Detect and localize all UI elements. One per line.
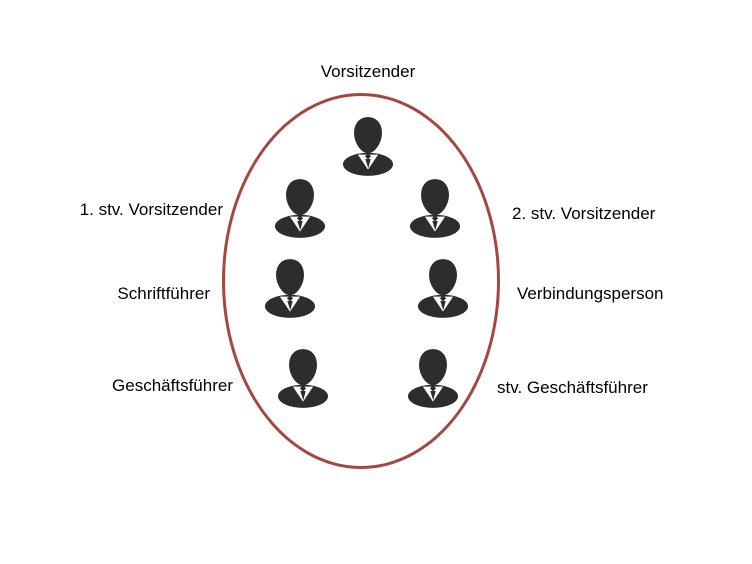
committee-ellipse <box>222 93 500 469</box>
label-geschaeftsfuehrer: Geschäftsführer <box>112 376 233 395</box>
person-icon <box>407 348 459 408</box>
label-vorsitzender: Vorsitzender <box>320 62 416 81</box>
person-icon <box>264 258 316 318</box>
person-icon <box>274 178 326 238</box>
person-icon <box>409 178 461 238</box>
label-verbindungsperson: Verbindungsperson <box>517 284 664 303</box>
person-icon <box>342 116 394 176</box>
label-2-stv-vorsitzender: 2. stv. Vorsitzender <box>512 204 656 223</box>
label-stv-geschaeftsfuehrer: stv. Geschäftsführer <box>497 378 648 397</box>
label-1-stv-vorsitzender: 1. stv. Vorsitzender <box>79 200 223 219</box>
label-schriftfuehrer: Schriftführer <box>117 284 210 303</box>
person-icon <box>417 258 469 318</box>
person-icon <box>277 348 329 408</box>
